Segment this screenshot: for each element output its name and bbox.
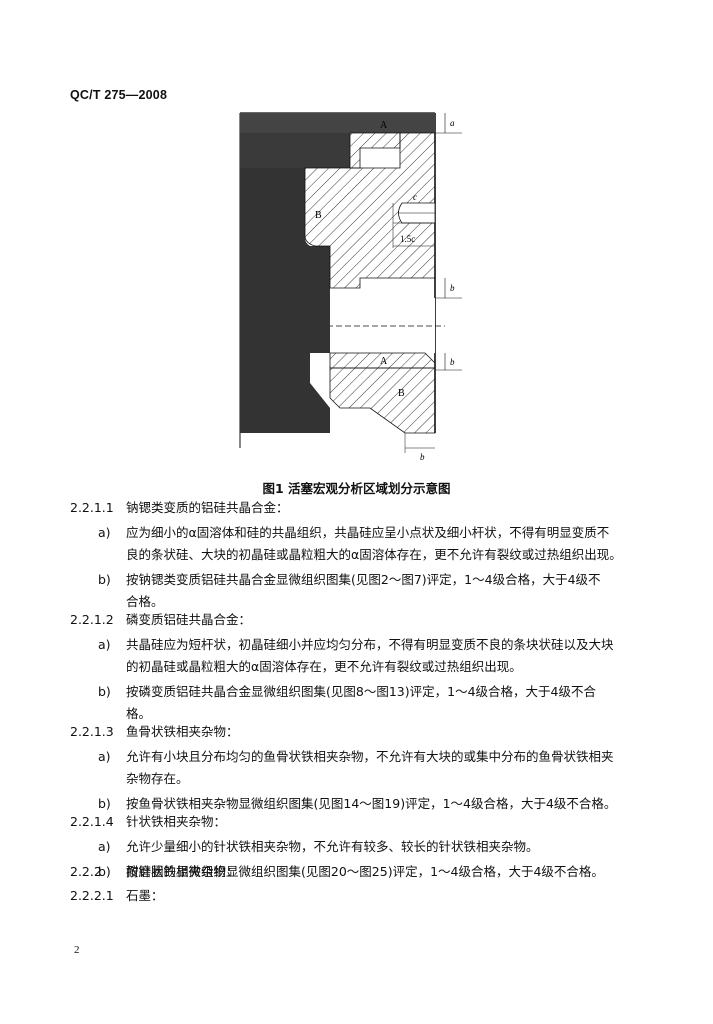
figure-caption: 图1 活塞宏观分析区域划分示意图: [262, 481, 451, 496]
section-title: 石墨：: [126, 888, 164, 903]
label-b-top: B: [315, 210, 322, 221]
label-b-dim-upper: b: [450, 283, 455, 293]
list-item-text-line: 按针状铁相夹杂物显微组织图集(见图20～图25)评定，1～4级合格，大于4级不合…: [126, 864, 604, 879]
list-item-marker: b): [98, 572, 111, 587]
list-item-text-line: 杂物存在。: [126, 771, 189, 786]
section-title: 针状铁相夹杂物：: [126, 814, 227, 829]
list-item-marker: a): [98, 749, 111, 764]
label-b-dim-lower: b: [450, 357, 455, 367]
pin-bore: [330, 298, 435, 353]
list-item-marker: a): [98, 839, 111, 854]
section-number: 2.2.2.1: [70, 888, 114, 903]
section-heading: 2.2.1.1 钠锶类变质的铝硅共晶合金：: [70, 498, 289, 518]
section-heading: 2.2.2 耐磨圈的显微组织：: [70, 862, 239, 882]
list-item-marker: b): [98, 864, 111, 879]
label-a-bottom: A: [380, 356, 388, 367]
list-item-text-line: 合格。: [126, 594, 164, 609]
section-number: 2.2.2: [70, 864, 102, 879]
section-title: 耐磨圈的显微组织：: [126, 864, 239, 879]
label-c: c: [413, 192, 417, 202]
list-item-marker: a): [98, 637, 111, 652]
list-item-text-line: 共晶硅应为短杆状，初晶硅细小并应均匀分布，不得有明显变质不良的条块状硅以及大块: [126, 637, 614, 652]
section-number: 2.2.1.3: [70, 724, 114, 739]
list-item-marker: b): [98, 684, 111, 699]
crown-band: [240, 113, 435, 133]
section-title: 磷变质铝硅共晶合金：: [126, 612, 252, 627]
zone-b-lower: [329, 367, 436, 434]
label-b-bottom: B: [398, 388, 405, 399]
label-a-top: A: [380, 120, 388, 131]
section-number: 2.2.1.4: [70, 814, 114, 829]
list-item-text-line: 按钠锶类变质铝硅共晶合金显微组织图集(见图2～图7)评定，1～4级合格，大于4级…: [126, 572, 601, 587]
page-number: 2: [74, 944, 80, 956]
list-item-text-line: 格。: [126, 706, 152, 721]
section-title: 鱼骨状铁相夹杂物：: [126, 724, 239, 739]
section-number: 2.2.1.2: [70, 612, 114, 627]
list-item-text-line: 按鱼骨状铁相夹杂物显微组织图集(见图14～图19)评定，1～4级合格，大于4级不…: [126, 796, 617, 811]
pin-boss-region: [240, 168, 330, 288]
label-a-dim: a: [450, 118, 455, 128]
upper-body-region: [240, 133, 350, 168]
section-heading: 2.2.2.1 石墨：: [70, 886, 164, 906]
section-number: 2.2.1.1: [70, 500, 114, 515]
list-item-text-line: 应为细小的α固溶体和硅的共晶组织，共晶硅应呈小点状及细小杆状，不得有明显变质不: [126, 525, 610, 540]
list-item-text-line: 的初晶硅或晶粒粗大的α固溶体存在，更不允许有裂纹或过热组织出现。: [126, 659, 522, 674]
section-title: 钠锶类变质的铝硅共晶合金：: [126, 500, 289, 515]
piston-zone-diagram: A B c 1.5c a b b A B b: [239, 112, 462, 462]
label-b-dim-bottom: b: [420, 452, 425, 462]
zone-a-upper: [349, 132, 401, 169]
section-heading: 2.2.1.4 针状铁相夹杂物：: [70, 812, 226, 832]
standard-code-header: QC/T 275—2008: [70, 88, 168, 102]
skirt-region: [240, 288, 330, 433]
zone-b-upper: [304, 132, 436, 289]
section-heading: 2.2.1.3 鱼骨状铁相夹杂物：: [70, 722, 239, 742]
list-item-text-line: 允许少量细小的针状铁相夹杂物，不允许有较多、较长的针状铁相夹杂物。: [126, 839, 539, 854]
zone-a-lower: [329, 352, 436, 369]
list-item-marker: a): [98, 525, 111, 540]
list-item-text-line: 按磷变质铝硅共晶合金显微组织图集(见图8～图13)评定，1～4级合格，大于4级不…: [126, 684, 596, 699]
label-1-5c: 1.5c: [400, 234, 415, 244]
list-item-marker: b): [98, 796, 111, 811]
section-heading: 2.2.1.2 磷变质铝硅共晶合金：: [70, 610, 251, 630]
list-item-text-line: 允许有小块且分布均匀的鱼骨状铁相夹杂物，不允许有大块的或集中分布的鱼骨状铁相夹: [126, 749, 614, 764]
list-item-text-line: 良的条状硅、大块的初晶硅或晶粒粗大的α固溶体存在，更不允许有裂纹或过热组织出现。: [126, 547, 622, 562]
